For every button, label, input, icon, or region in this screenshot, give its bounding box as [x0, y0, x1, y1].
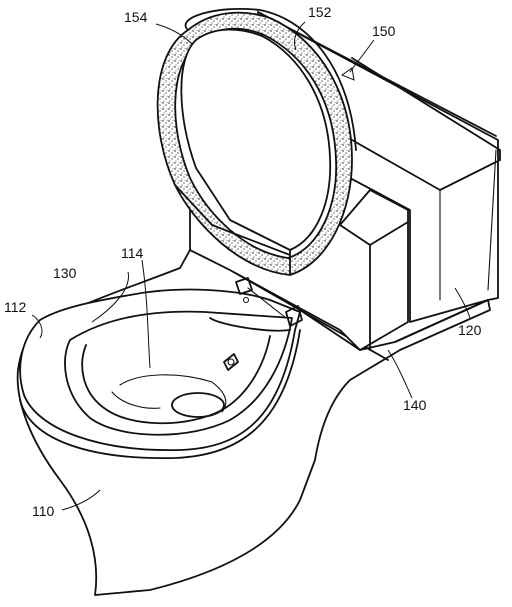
label-150: 150 — [372, 23, 396, 39]
label-114: 114 — [121, 245, 144, 261]
label-130: 130 — [53, 265, 77, 281]
label-140: 140 — [403, 397, 427, 413]
leader-lines — [31, 21, 471, 511]
seat-lid — [156, 8, 357, 276]
label-152: 152 — [308, 4, 332, 20]
label-120: 120 — [458, 322, 482, 338]
seat-hinges — [235, 277, 303, 327]
label-154: 154 — [124, 9, 148, 25]
bowl-rim — [19, 288, 301, 459]
label-112: 112 — [4, 299, 27, 315]
label-110: 110 — [32, 503, 55, 519]
